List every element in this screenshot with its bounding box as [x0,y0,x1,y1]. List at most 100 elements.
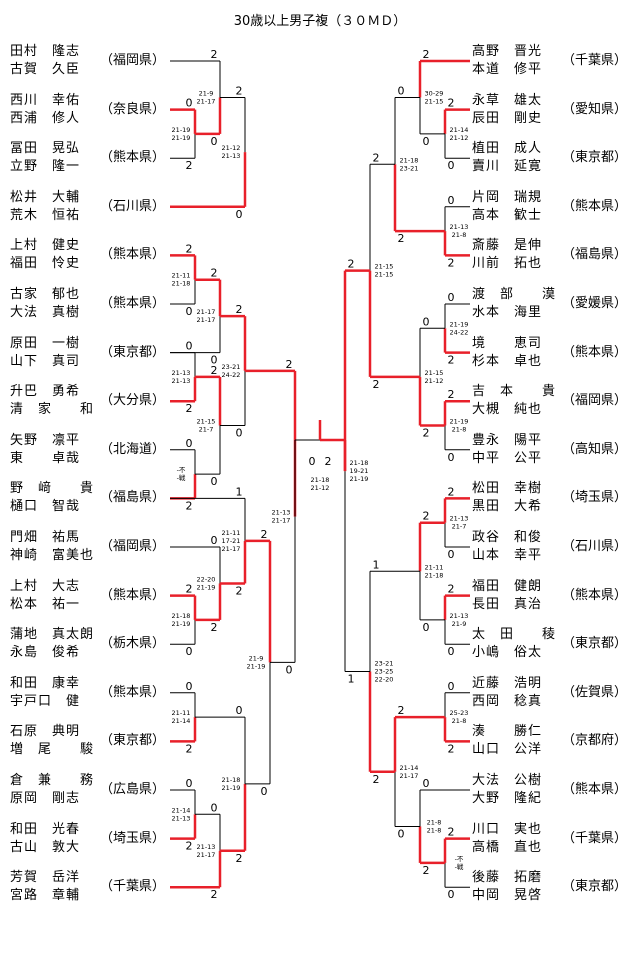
right-match-2-score-0: 21-13 [450,223,469,231]
right-player-7-a: 境 恵司 [472,335,543,351]
right-match-7-result-a: 2 [448,485,455,498]
left-match-9-score-0: 22-20 [197,575,216,583]
right-match-12-result-b: 2 [423,864,430,877]
left-match-8-score-0: 21-18 [172,612,191,620]
left-player-4-a: 松井 大輔 [10,189,81,205]
right-prefecture-2: （愛知県） [562,101,628,117]
left-player-8-b: 清 家 和 [10,402,95,418]
right-match-6-score-1: 21-12 [425,377,444,385]
left-match-13-score-0: 21-13 [197,843,216,851]
left-player-13-a: 蒲地 真太朗 [10,627,95,643]
right-match-14-result-b: 2 [373,773,380,786]
left-player-15-b: 増 尾 駿 [10,742,95,758]
right-match-6-score-0: 21-15 [425,369,444,377]
left-match-11-score-1: 21-14 [172,717,191,725]
left-match-14-result-b: 2 [236,852,243,865]
left-match-11-result-a: 0 [186,680,193,693]
left-match-10-score-0: 21-11 [222,529,241,537]
left-match-16-result-b: 0 [236,427,243,440]
left-match-7-score-0: 21-15 [197,418,216,426]
left-match-13-score-1: 21-17 [197,851,216,859]
right-match-8-result-a: 2 [448,583,455,596]
left-match-12-score-1: 21-13 [172,814,191,822]
left-player-11-b: 神崎 富美也 [10,548,95,563]
right-match-9-score-0: 21-11 [425,563,444,571]
left-player-16-a: 倉 兼 務 [10,773,95,788]
left-match-3-score-1: 21-18 [172,280,191,288]
left-prefecture-5: （熊本県） [100,247,166,263]
right-player-7-b: 杉本 卓也 [472,353,543,369]
left-player-12-b: 松本 祐一 [10,596,81,612]
left-match-8-score-1: 21-19 [172,620,191,628]
left-player-9-a: 矢野 凛平 [10,432,81,448]
right-match-7-result-b: 0 [448,548,455,561]
right-player-5-b: 川前 拓也 [472,256,543,272]
left-prefecture-7: （東京都） [100,344,166,360]
left-player-12-a: 上村 大志 [10,578,81,594]
right-prefecture-13: （東京都） [562,636,628,652]
left-match-4-score-1: 21-17 [197,316,216,324]
right-player-18-b: 中岡 晃啓 [472,888,543,904]
right-match-16-score-0: 21-18 [350,459,369,467]
right-match-5-score-0: 21-19 [450,418,469,426]
left-match-0-result-a: 0 [186,97,193,110]
left-match-3-score-0: 21-11 [172,272,191,280]
right-match-12-score-1: 21-8 [427,826,442,834]
left-match-3-result-a: 2 [186,242,193,255]
left-match-1-result-a: 2 [211,48,218,61]
left-match-12-score-0: 21-14 [172,806,191,814]
left-match-5-score-1: 21-13 [172,377,191,385]
right-match-1-result-b: 0 [423,135,430,148]
left-match-8-result-a: 2 [186,583,193,596]
right-prefecture-10: （埼玉県） [562,490,628,506]
right-match-0-score-0: 21-14 [450,126,469,134]
right-match-2-score-1: 21-8 [452,231,467,239]
right-player-12-b: 長田 真治 [472,596,543,612]
right-match-4-result-a: 0 [448,291,455,304]
right-prefecture-4: （熊本県） [562,198,628,214]
final-score-1: 21-12 [311,484,330,492]
left-match-1-score-1: 21-17 [197,97,216,105]
left-match-0-score-1: 21-19 [172,134,191,142]
left-match-4-result-a: 2 [211,267,218,280]
left-match-13-result-a: 0 [211,801,218,814]
left-player-14-b: 宇戸口 健 [10,693,81,709]
right-match-2-result-a: 0 [448,194,455,207]
left-prefecture-12: （熊本県） [100,587,166,603]
right-player-4-a: 片岡 瑞規 [472,189,543,205]
right-prefecture-1: （千葉県） [562,53,628,68]
right-player-1-b: 本道 修平 [472,62,543,77]
right-player-2-a: 永草 雄太 [472,92,543,108]
left-match-17-result-a: 2 [286,358,293,371]
right-match-15-result-b: 2 [373,378,380,391]
left-player-2-a: 西川 幸佑 [10,92,81,108]
right-prefecture-14: （佐賀県） [562,684,628,700]
right-player-6-b: 水本 海里 [472,305,543,320]
left-match-17-score-0: 21-13 [272,509,291,517]
right-player-6-a: 渡 部 漠 [472,287,557,302]
right-player-9-a: 豊永 陽平 [472,432,543,448]
right-match-11-score-0: -不 [455,855,464,863]
left-match-14-score-1: 21-19 [222,784,241,792]
right-match-10-result-b: 2 [448,742,455,755]
right-match-1-result-a: 2 [423,48,430,61]
left-match-16-result-a: 2 [236,303,243,316]
left-match-1-result-b: 0 [211,135,218,148]
right-match-14-score-0: 23-21 [375,660,394,668]
left-prefecture-10: （福島県） [100,490,166,506]
left-match-12-result-b: 2 [186,840,193,853]
left-player-6-b: 大法 真樹 [10,305,81,320]
right-player-5-a: 斎藤 是伸 [472,238,543,254]
right-match-16-score-1: 19-21 [350,467,369,475]
left-match-7-result-a: 2 [211,364,218,377]
final-result-right: 2 [325,455,332,468]
right-match-6-result-a: 0 [423,315,430,328]
right-prefecture-15: （京都府） [562,733,628,749]
left-player-10-a: 野 﨑 貴 [10,481,95,497]
right-prefecture-8: （福岡県） [562,393,628,409]
right-match-0-result-a: 2 [448,97,455,110]
final-score-0: 21-18 [311,476,330,484]
right-player-17-a: 川口 実也 [472,821,543,837]
left-match-3-result-b: 0 [186,305,193,318]
